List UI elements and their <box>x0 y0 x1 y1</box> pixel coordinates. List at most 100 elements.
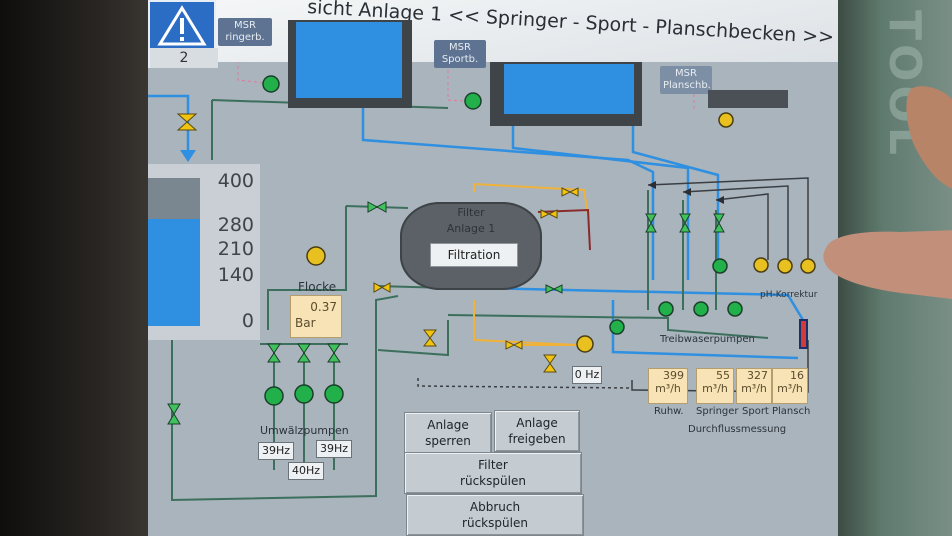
flow-unit: m³/h <box>655 382 681 395</box>
msr-label: ringerb. <box>225 32 265 43</box>
button-label: rückspülen <box>460 474 526 488</box>
button-label: Anlage <box>516 416 558 430</box>
valve-icon <box>540 209 558 219</box>
plansch-pool <box>708 90 788 108</box>
pump-icon <box>658 301 674 317</box>
abort-backwash-button[interactable]: Abbruch rückspülen <box>406 494 584 536</box>
release-plant-button[interactable]: Anlage freigeben <box>494 410 580 452</box>
scale-label: 210 <box>217 238 254 260</box>
flow-name-springer: Springer <box>696 406 739 417</box>
pump-icon <box>264 386 284 406</box>
msr-label: Planschb. <box>663 80 711 91</box>
flow-value: 55 <box>716 369 730 382</box>
msr-label: MSR <box>234 20 256 31</box>
scale-label: 280 <box>217 214 254 236</box>
flow-unit: m³/h <box>702 382 728 395</box>
valve-icon <box>267 343 281 363</box>
pump-icon <box>324 384 344 404</box>
treibwasserpumpen-label: Treibwaserpumpen <box>660 334 755 345</box>
pump-icon <box>777 258 793 274</box>
uw-pump-1-frequency: 39Hz <box>258 442 294 460</box>
flow-value: 16 <box>790 369 804 382</box>
pump-icon <box>306 246 326 266</box>
flow-name-plansch: Plansch <box>772 406 811 417</box>
flocke-label: Flocke <box>298 280 337 294</box>
level-gauge: 400 280 210 140 0 <box>148 164 260 340</box>
scale-label: 140 <box>217 264 254 286</box>
pump-icon <box>693 301 709 317</box>
scale-label: 0 <box>241 310 254 332</box>
valve-icon <box>327 343 341 363</box>
msr-label: MSR <box>675 68 697 79</box>
sport-pool-water <box>504 64 634 114</box>
msr-tag-springer[interactable]: MSR ringerb. <box>218 18 272 46</box>
pump-icon <box>718 112 734 128</box>
button-label: freigeben <box>508 432 566 446</box>
flow-name-sport: Sport <box>742 406 769 417</box>
pump-icon <box>727 301 743 317</box>
flocke-value: 0.37 <box>310 300 337 314</box>
pump-icon <box>576 335 594 353</box>
sensor-icon <box>799 319 808 349</box>
flow-unit: m³/h <box>777 382 803 395</box>
pump-icon <box>800 258 816 274</box>
valve-icon <box>545 284 563 294</box>
valve-icon <box>176 113 198 131</box>
flow-value: 327 <box>747 369 768 382</box>
button-label: Filter <box>478 458 508 472</box>
msr-tag-sport[interactable]: MSR Sportb. <box>434 40 486 68</box>
monitor-bezel-left <box>0 0 150 536</box>
filtration-mode-button[interactable]: Filtration <box>430 243 518 267</box>
valve-icon <box>167 403 181 425</box>
pump-icon <box>294 384 314 404</box>
valve-icon <box>645 213 657 233</box>
valve-icon <box>505 340 523 350</box>
button-label: Abbruch <box>469 500 521 514</box>
valve-icon <box>679 213 691 233</box>
durchflussmessung-label: Durchflussmessung <box>688 424 787 435</box>
button-label: Anlage <box>427 418 469 432</box>
flocke-unit: Bar <box>295 316 316 330</box>
pump-frequency-readout: 0 Hz <box>572 366 602 384</box>
valve-icon <box>297 343 311 363</box>
ph-korrektur-label: pH-Korrektur <box>760 290 818 300</box>
alarm-count: 2 <box>150 48 218 68</box>
springer-pool-water <box>296 22 402 98</box>
valve-icon <box>543 354 557 373</box>
pump-icon <box>712 258 728 274</box>
pump-icon <box>753 257 769 273</box>
flow-readout-sport: 327 m³/h <box>736 368 772 404</box>
filter-backwash-button[interactable]: Filter rückspülen <box>404 452 582 494</box>
msr-tag-plansch[interactable]: MSR Planschb. <box>660 66 712 94</box>
valve-icon <box>713 213 725 233</box>
warning-icon <box>157 5 207 46</box>
button-label: rückspülen <box>462 516 528 530</box>
flow-readout-ruhw: 399 m³/h <box>648 368 688 404</box>
valve-icon <box>367 201 387 213</box>
filter-plant-label: Anlage 1 <box>446 222 496 235</box>
pump-icon <box>464 92 482 110</box>
hand-photo-overlay <box>823 86 952 300</box>
pump-icon <box>609 319 625 335</box>
valve-icon <box>423 329 437 347</box>
umwaelzpumpen-label: Umwälzpumpen <box>260 424 349 437</box>
flow-arrow-icon <box>180 150 196 162</box>
level-fill <box>148 219 200 326</box>
flow-unit: m³/h <box>741 382 767 395</box>
msr-label: MSR <box>449 42 471 53</box>
uw-pump-2-frequency: 40Hz <box>288 462 324 480</box>
flow-readout-plansch: 16 m³/h <box>772 368 808 404</box>
lock-plant-button[interactable]: Anlage sperren <box>404 412 492 454</box>
scada-screen: sicht Anlage 1 << Springer - Sport - Pla… <box>148 0 838 536</box>
msr-label: Sportb. <box>441 54 479 65</box>
flow-name-ruhw: Ruhw. <box>654 406 684 417</box>
scale-label: 400 <box>217 170 254 192</box>
valve-icon <box>561 187 579 197</box>
uw-pump-3-frequency: 39Hz <box>316 440 352 458</box>
flow-readout-springer: 55 m³/h <box>696 368 734 404</box>
flow-value: 399 <box>663 369 684 382</box>
level-bar <box>148 178 200 326</box>
alarm-indicator[interactable]: 2 <box>148 0 218 68</box>
valve-icon <box>373 282 391 293</box>
button-label: sperren <box>425 434 471 448</box>
